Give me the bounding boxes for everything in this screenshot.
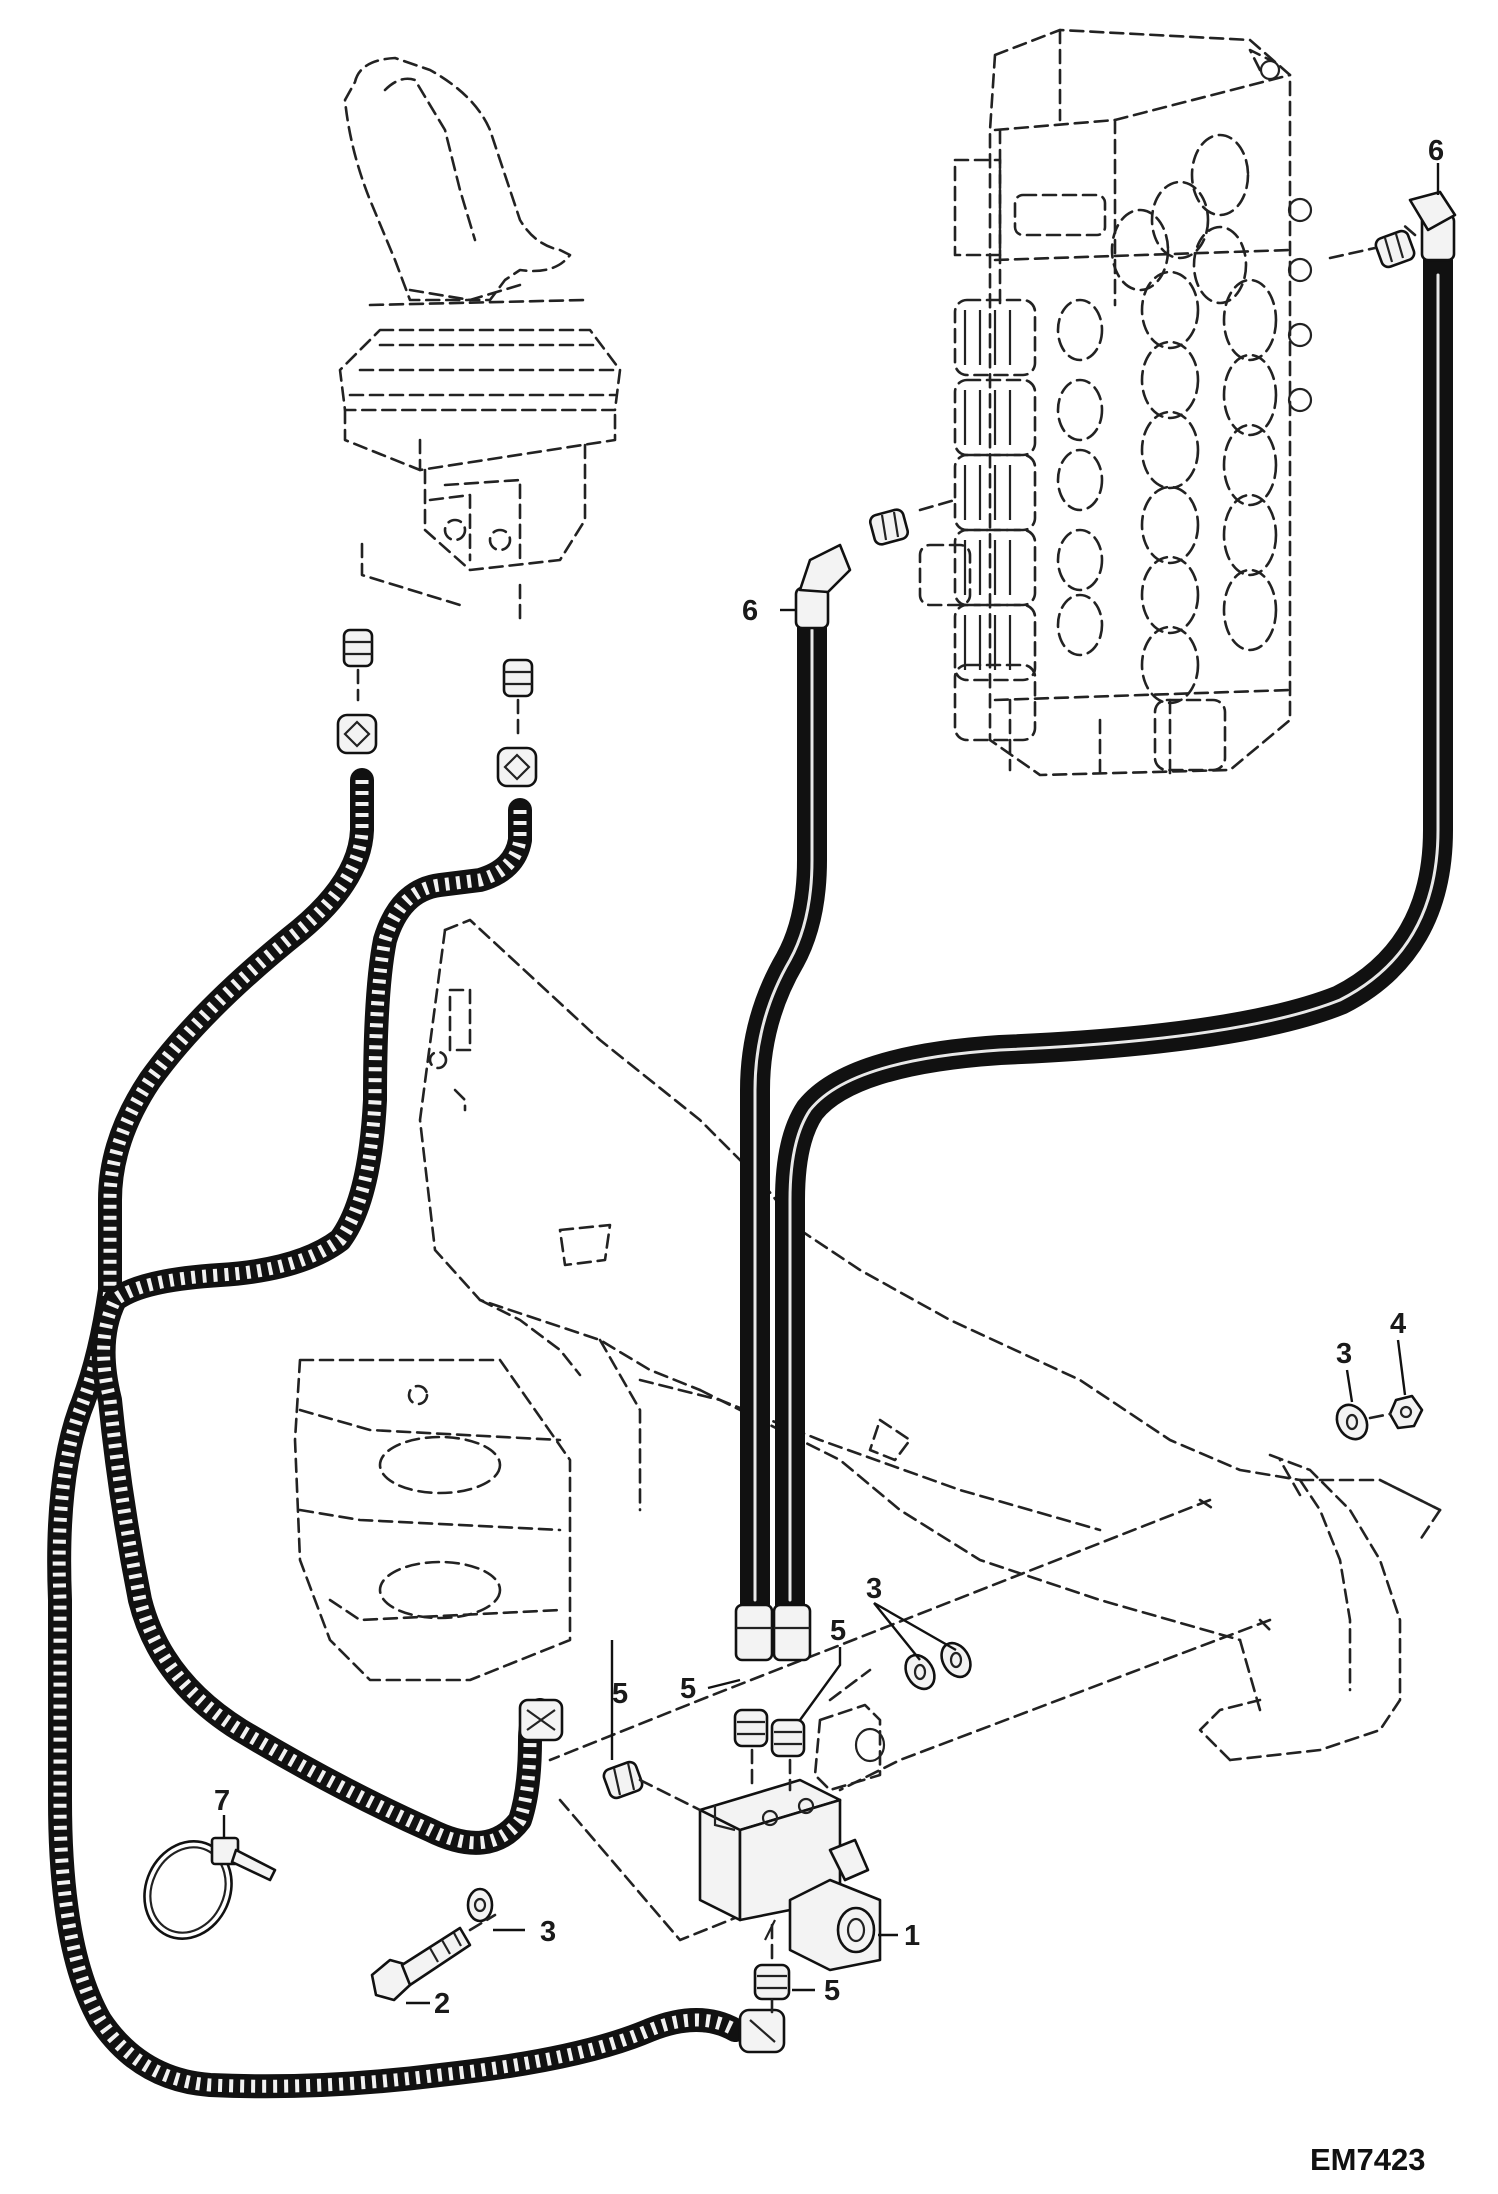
callout-5-upper: 5	[830, 1615, 846, 1647]
leader-lines	[222, 163, 1440, 2005]
callout-6-hose: 6	[742, 595, 758, 627]
hose-item-6-right	[775, 245, 1453, 1625]
joystick-phantom	[338, 56, 622, 627]
cable-tie-item-7	[143, 1836, 277, 1940]
washers-item-3	[466, 1403, 1369, 1923]
bolt-item-2	[370, 1913, 497, 2002]
valve-sections	[1056, 59, 1313, 705]
hose-end-fittings	[518, 190, 1457, 2054]
callout-3-center: 3	[866, 1573, 882, 1605]
callout-7: 7	[214, 1785, 230, 1817]
callout-5-left: 5	[612, 1678, 628, 1710]
valve-spools	[918, 298, 1037, 742]
control-valve-phantom	[953, 28, 1292, 777]
joystick-port-fittings	[336, 628, 538, 788]
braided-hose-a	[47, 768, 747, 2099]
hose-item-6-left	[740, 600, 827, 1625]
fittings-item-5	[602, 1708, 806, 2014]
callout-3-bolt: 3	[540, 1916, 556, 1948]
callout-labels: 1 2 3 3 3 4 5 5 5 5 6 6 7	[214, 135, 1444, 2020]
callout-3-right: 3	[1336, 1338, 1352, 1370]
callout-5-center: 5	[680, 1673, 696, 1705]
callout-1: 1	[904, 1920, 920, 1952]
braided-hose-b	[91, 798, 552, 1855]
valve-port-fittings	[868, 220, 1417, 546]
callout-6-valve: 6	[1428, 135, 1444, 167]
solenoid-valve-assembly	[698, 1778, 882, 1972]
callout-4: 4	[1390, 1308, 1406, 1340]
nut-item-4	[1368, 1394, 1424, 1430]
solenoid-adapter-phantom	[813, 1668, 886, 1792]
callout-5-bottom: 5	[824, 1975, 840, 2007]
callout-2: 2	[434, 1988, 450, 2020]
drawing-code: EM7423	[1310, 2142, 1425, 2177]
